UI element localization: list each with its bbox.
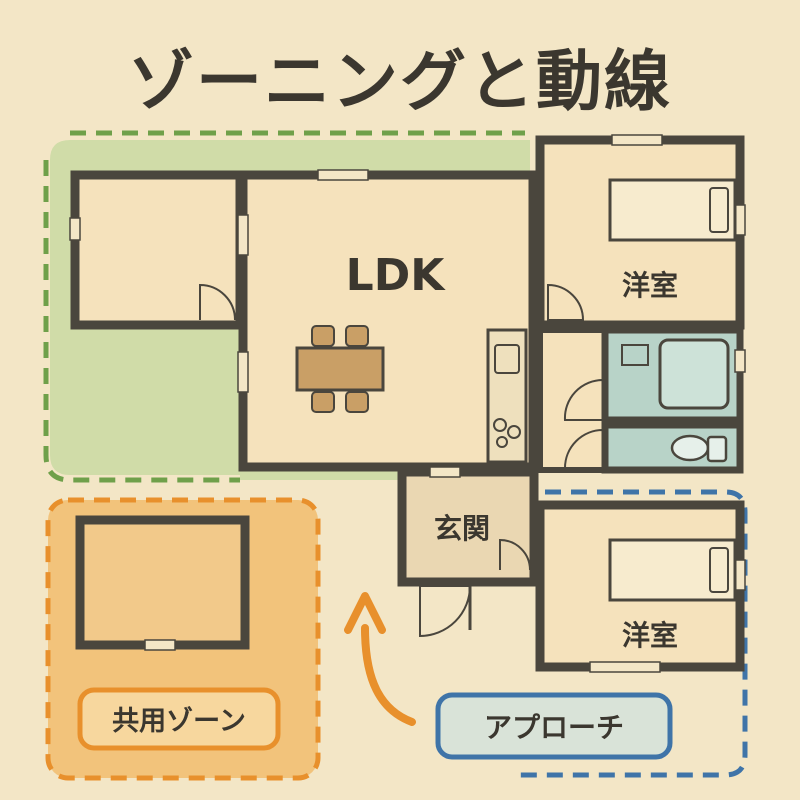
bathtub-icon [658, 338, 730, 410]
corridor [537, 327, 608, 473]
room-bottom-left [75, 515, 250, 650]
door-swing-western-1 [547, 283, 585, 321]
approach-arrow [361, 624, 416, 726]
shared-zone-label: 共用ゾーン [112, 706, 246, 737]
orange-zone-border [45, 497, 321, 781]
room-label-western-1: 洋室 [622, 269, 678, 302]
shared-zone-label-box [77, 687, 281, 751]
approach-label-box [435, 692, 673, 760]
door-swing-top-left [199, 283, 236, 321]
room-entrance [397, 467, 539, 587]
green-zone-border [43, 130, 525, 483]
room-top-left [70, 170, 245, 330]
approach-label: アプローチ [484, 711, 624, 744]
room-ldk [238, 170, 538, 472]
blue-zone-border [520, 489, 748, 778]
front-door-swing [419, 585, 472, 638]
arrow-head-icon [344, 592, 386, 634]
door-swing-entrance [499, 538, 531, 571]
room-label-entrance: 玄関 [434, 512, 490, 545]
dining-table-icon [295, 325, 385, 413]
room-label-western-2: 洋室 [622, 619, 678, 652]
room-label-ldk: LDK [346, 250, 447, 301]
toilet-icon [670, 434, 728, 463]
bed-icon-1 [608, 178, 737, 242]
diagram-title: ゾーニングと動線 [128, 43, 672, 120]
kitchen-counter-icon [486, 328, 528, 464]
bed-icon-2 [608, 538, 737, 602]
